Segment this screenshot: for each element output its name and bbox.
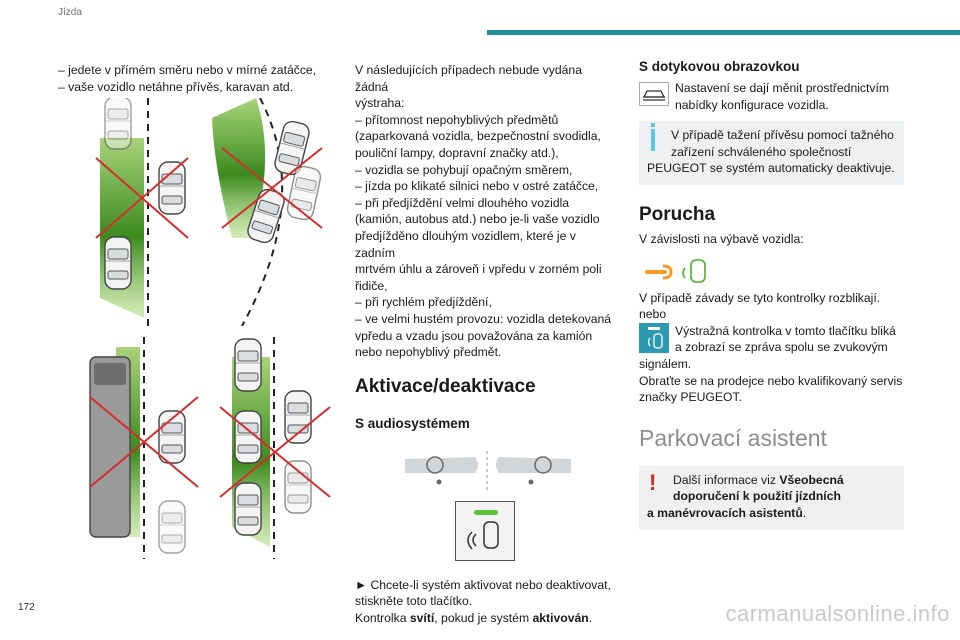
text-line: předjížděno dlouhým vozidlem, které je v… <box>355 228 576 260</box>
text-line: nebo nepohyblivý předmět. <box>355 345 502 360</box>
header-accent-bar <box>487 30 960 35</box>
text-line: V případě závady se tyto kontrolky rozbl… <box>639 290 881 305</box>
text-line: – při rychlém předjíždění, <box>355 295 492 310</box>
bold-span: Všeobecná <box>779 472 844 487</box>
bold-span: a manévrovacích asistentů <box>647 505 803 520</box>
blind-spot-illustration-truck <box>89 337 199 559</box>
text-line: V následujících případech nebude vydána … <box>355 63 582 94</box>
parking-heading: Parkovací asistent <box>639 424 827 451</box>
text-line: nabídky konfigurace vozidla. <box>675 97 829 112</box>
warning-line: doporučení k použití jízdních <box>647 488 896 505</box>
bullet-item: – jedete v přímém směru nebo v mírné zat… <box>58 63 317 77</box>
audio-heading: S audiosystémem <box>355 415 470 431</box>
towing-info-box: V případě tažení přívěsu pomocí tažného … <box>639 121 904 185</box>
text-line: V závislosti na výbavě vozidla: <box>639 231 804 246</box>
right-column: S dotykovou obrazovkou Nastavení se dají… <box>639 58 904 530</box>
touchscreen-heading: S dotykovou obrazovkou <box>639 59 800 74</box>
text-line: signálem. <box>639 356 692 371</box>
text-line: (kamión, autobus atd.) nebo je-li vaše v… <box>355 212 600 227</box>
blind-spot-illustration-straight <box>95 98 189 326</box>
info-icon-bar <box>651 129 655 152</box>
text-line: a zobrazí se zpráva spolu se zvukovým <box>675 340 888 355</box>
text-line: nebo <box>639 307 667 322</box>
text-line: (zaparkovaná vozidla, bezpečnostní svodi… <box>355 129 601 144</box>
text-line: V případě tažení přívěsu pomocí tažného <box>671 128 894 143</box>
text-line: PEUGEOT se systém automaticky deaktivuje… <box>647 161 895 176</box>
bullet-item: – vaše vozidlo netáhne přívěs, karavan a… <box>58 79 294 94</box>
text-line: pouliční lampy, dopravní značky atd.), <box>355 145 559 160</box>
text-span: , pokud je systém <box>434 610 533 625</box>
fault-button-note: Výstražná kontrolka v tomto tlačítku bli… <box>639 322 904 356</box>
middle-column: V následujících případech nebude vydána … <box>355 62 617 626</box>
bold-span: svítí <box>409 610 435 625</box>
fault-heading: Porucha <box>639 203 716 225</box>
bold-span: doporučení k použití jízdních <box>673 489 841 504</box>
warning-line: Další informace viz Všeobecná <box>647 472 896 489</box>
activation-heading: Aktivace/deaktivace <box>355 375 536 397</box>
exclusions-paragraph: V následujících případech nebude vydána … <box>355 62 617 361</box>
warning-box: ! Další informace viz Všeobecná doporuče… <box>639 465 904 530</box>
text-line: výstraha: <box>355 96 405 111</box>
text-line: – ve velmi hustém provozu: vozidla detek… <box>355 311 612 326</box>
blind-spot-icon <box>682 258 706 283</box>
text-line: Obraťte se na prodejce nebo kvalifikovan… <box>639 373 903 388</box>
indicator-status-line: Kontrolka svítí, pokud je systém aktivov… <box>355 610 617 627</box>
text-line: značky PEUGEOT. <box>639 390 742 405</box>
blind-spot-illustration-curve <box>212 98 323 326</box>
text-line: zařízení schváleného společností <box>671 144 852 159</box>
info-icon <box>651 123 655 128</box>
blind-spot-illustration-traffic <box>219 337 331 559</box>
text-line: stiskněte toto tlačítko. <box>355 594 473 609</box>
text-span: Další informace viz <box>673 472 780 487</box>
text-line: Nastavení se dají měnit prostřednictvím <box>675 81 890 95</box>
text-line: ► Chcete-li systém aktivovat nebo deakti… <box>355 577 611 592</box>
press-instruction: ► Chcete-li systém aktivovat nebo deakti… <box>355 577 617 627</box>
section-label: Jízda <box>58 7 82 18</box>
warning-icon: ! <box>649 469 657 495</box>
text-line: – přítomnost nepohyblivých předmětů <box>355 112 559 127</box>
warning-line: a manévrovacích asistentů. <box>647 505 896 522</box>
text-span: . <box>802 505 807 520</box>
text-line: Výstražná kontrolka v tomto tlačítku bli… <box>675 323 896 338</box>
blind-spot-button[interactable] <box>455 500 515 561</box>
text-span: Kontrolka <box>355 610 410 625</box>
blind-spot-button-icon <box>639 322 669 353</box>
fault-warning-lamps <box>645 258 706 283</box>
text-line: řidiče, <box>355 278 388 293</box>
touchscreen-note: Nastavení se dají měnit prostřednictvím … <box>639 80 904 113</box>
wrench-icon <box>645 264 673 280</box>
car-settings-icon <box>639 82 669 106</box>
page-number: 172 <box>18 602 35 613</box>
text-line: – jízda po klikaté silnici nebo v ostré … <box>355 179 599 194</box>
left-column: – jedete v přímém směru nebo v mírné zat… <box>58 62 328 95</box>
bold-span: aktivován <box>532 610 589 625</box>
text-line: vpředu a vzadu jsou považována za kamión <box>355 328 593 343</box>
blind-spot-icon <box>467 509 499 550</box>
watermark: carmanualsonline.info <box>725 601 950 626</box>
text-line: – při předjíždění velmi dlouhého vozidla <box>355 195 570 210</box>
text-span: . <box>588 610 593 625</box>
text-line: mrtvém úhlu a zároveň i vpředu v zorném … <box>355 262 602 277</box>
dashboard-steering-illustration <box>405 450 571 491</box>
text-line: – vozidla se pohybují opačným směrem, <box>355 162 573 177</box>
